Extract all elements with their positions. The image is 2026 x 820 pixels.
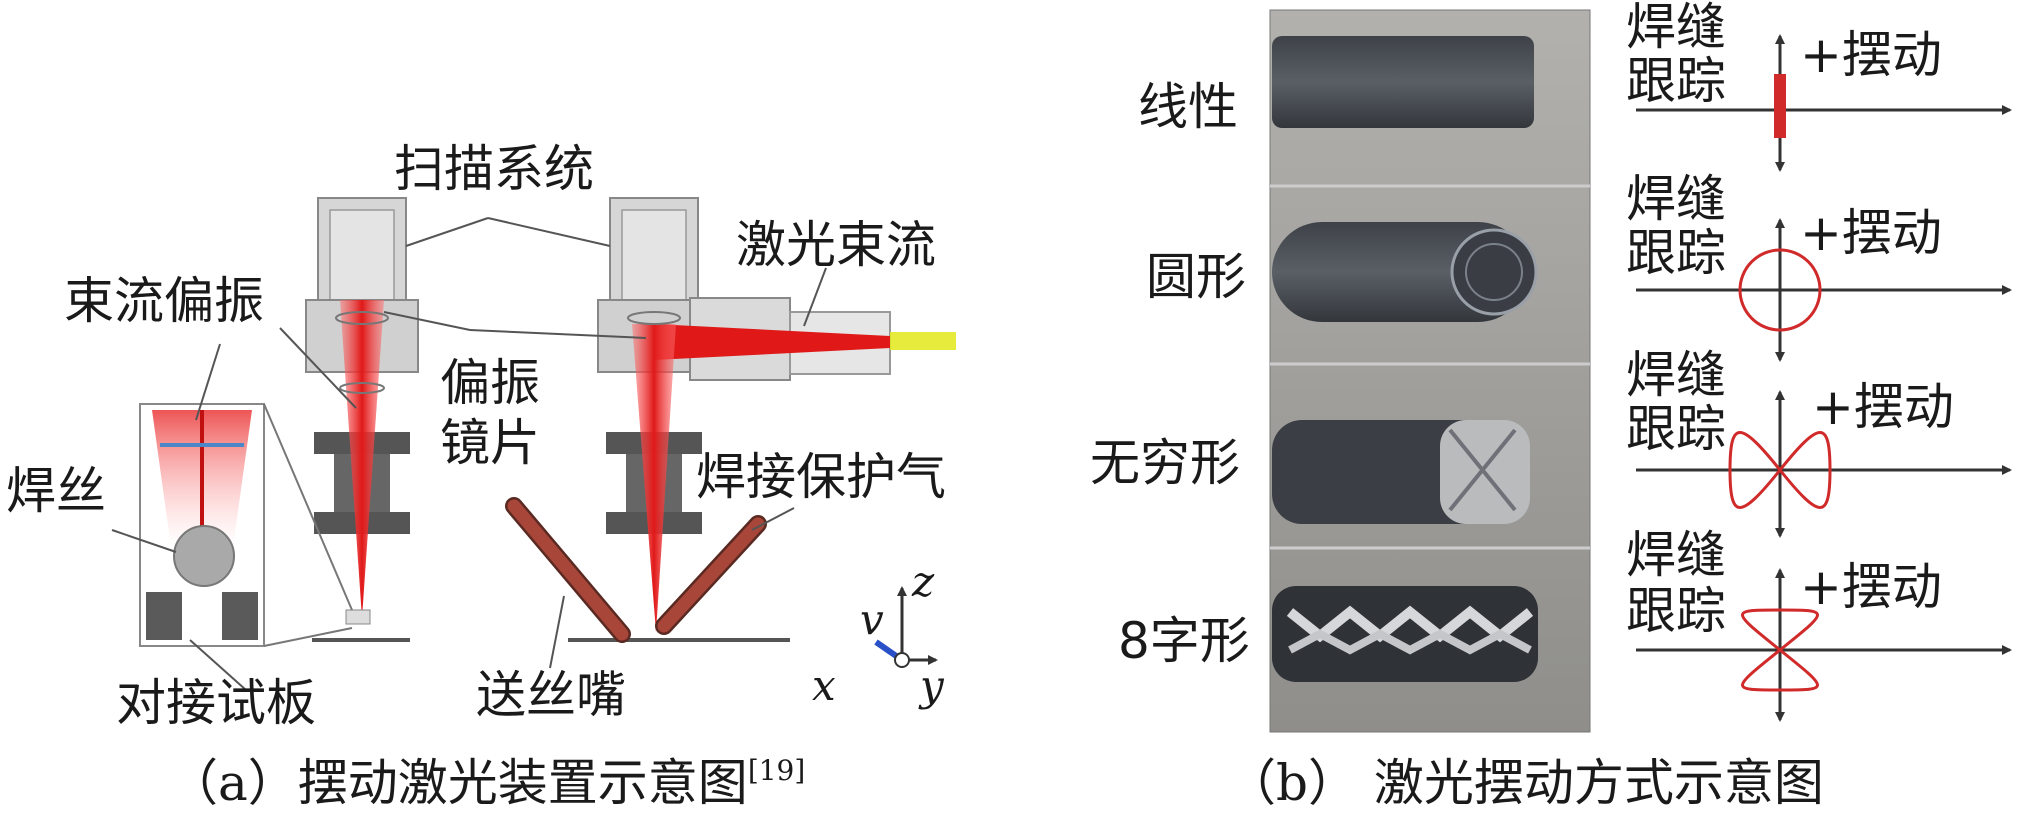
- tracking-label-row1-line2: 跟踪: [1626, 52, 1726, 110]
- label-deflection-mirror-1: 偏振: [440, 354, 540, 412]
- right-laser-beam: [632, 324, 676, 632]
- pattern-figure8: [1636, 568, 2012, 722]
- mode-label-infinity: 无穷形: [1090, 434, 1240, 492]
- axis-y-label: y: [918, 661, 945, 710]
- shield-gas-nozzle: [655, 515, 767, 635]
- panel-a: z v x y 扫描系统 激光束流 束流偏振 偏振 镜片 焊接保护气 焊丝 对接…: [6, 140, 956, 812]
- label-wire-nozzle: 送丝嘴: [476, 666, 626, 724]
- wire-cross-section: [173, 525, 235, 587]
- pattern-circle: [1636, 218, 2012, 362]
- mode-label-circle: 圆形: [1146, 248, 1246, 306]
- tracking-label-row2-line2: 跟踪: [1626, 224, 1726, 282]
- bead-circle: [1272, 222, 1538, 322]
- axis-z-label: z: [911, 557, 935, 606]
- wire-feed-nozzle: [505, 497, 631, 643]
- swing-label-row3: +摆动: [1812, 378, 1954, 436]
- fiber-input: [890, 332, 956, 350]
- tracking-label-row4-line1: 焊缝: [1626, 526, 1726, 584]
- right-scanner-unit: [568, 197, 956, 642]
- label-deflection-mirror-2: 镜片: [440, 414, 540, 472]
- pattern-linear: [1636, 34, 2012, 172]
- label-beam-deflection: 束流偏振: [64, 272, 264, 330]
- axis-x-label: x: [812, 661, 836, 710]
- tracking-label-row4-line2: 跟踪: [1626, 582, 1726, 640]
- caption-a: （a）摆动激光装置示意图[19]: [168, 754, 805, 812]
- label-shield-gas: 焊接保护气: [696, 448, 946, 506]
- mode-label-linear: 线性: [1138, 78, 1238, 136]
- left-laser-beam: [340, 300, 384, 618]
- input-laser-beam: [654, 324, 890, 360]
- label-wire: 焊丝: [6, 462, 106, 520]
- tracking-label-row1-line1: 焊缝: [1626, 0, 1726, 56]
- bead-infinity: [1272, 420, 1530, 524]
- swing-label-row1: +摆动: [1800, 26, 1942, 84]
- coordinate-axes: z v x y: [812, 557, 945, 710]
- caption-b: （b） 激光摆动方式示意图: [1226, 754, 1824, 812]
- label-butt-plate: 对接试板: [116, 674, 316, 732]
- label-laser-beam: 激光束流: [736, 216, 936, 274]
- wire-inset: [139, 403, 353, 647]
- tracking-label-row3-line2: 跟踪: [1626, 400, 1726, 458]
- leader-lines: [111, 217, 827, 691]
- axis-v-label: v: [860, 595, 884, 644]
- panel-b: 线性 圆形 无穷形 8字形 焊缝: [1090, 0, 2012, 812]
- tracking-label-row2-line1: 焊缝: [1626, 170, 1726, 228]
- left-scanner-unit: [305, 197, 419, 642]
- swing-label-row4: +摆动: [1800, 558, 1942, 616]
- swing-label-row2: +摆动: [1800, 204, 1942, 262]
- mode-label-figure8: 8字形: [1118, 612, 1250, 670]
- tracking-label-row3-line1: 焊缝: [1626, 346, 1726, 404]
- bead-linear: [1272, 36, 1534, 128]
- pattern-infinity: [1636, 390, 2012, 538]
- bead-figure8: [1272, 586, 1538, 682]
- label-scan-system: 扫描系统: [394, 140, 594, 198]
